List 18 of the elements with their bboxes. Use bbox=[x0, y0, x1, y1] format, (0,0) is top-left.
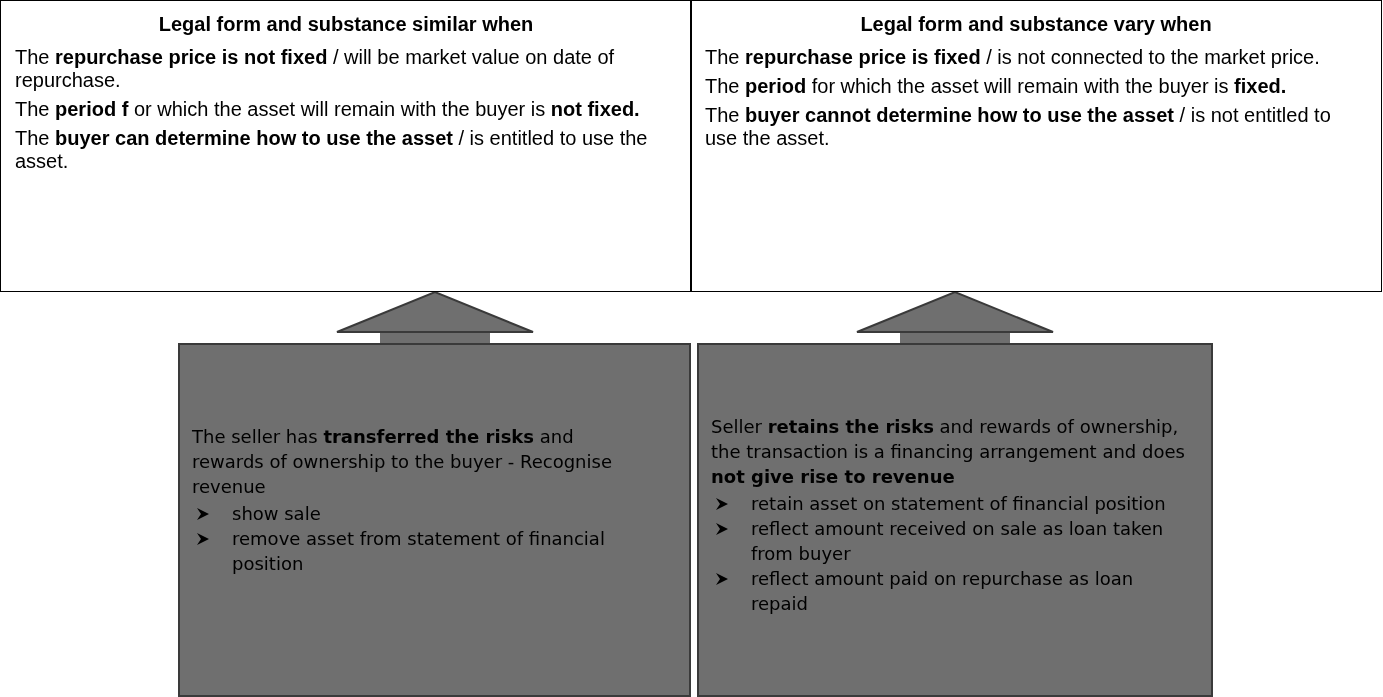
table-cell-panel bbox=[0, 0, 692, 292]
block-arrow bbox=[336, 291, 534, 343]
info-box bbox=[178, 343, 691, 697]
condition-text: The repurchase price is not fixed / will be market value on date of repurchase. bbox=[15, 46, 616, 92]
condition-text: The period for which the asset will remain with the buyer is fixed. bbox=[705, 75, 1288, 98]
column-heading: Legal form and substance vary when bbox=[859, 13, 1213, 36]
bullet-text: reflect amount paid on repurchase as loan repaid bbox=[751, 567, 1135, 616]
condition-text: The period f or which the asset will remain with the buyer is not fixed. bbox=[15, 98, 641, 121]
bullet-text: remove asset from statement of financial position bbox=[232, 527, 606, 576]
bullet-text: show sale bbox=[232, 502, 321, 526]
bullet-text: retain asset on statement of financial position bbox=[751, 492, 1166, 516]
table-cell-panel bbox=[690, 0, 1382, 292]
condition-text: The repurchase price is fixed / is not connected to the market price. bbox=[705, 46, 1321, 69]
condition-text: The buyer cannot determine how to use the asset / is not entitled to use the asset. bbox=[705, 104, 1332, 150]
column-heading: Legal form and substance similar when bbox=[157, 13, 535, 36]
condition-text: The buyer can determine how to use the asset / is entitled to use the asset. bbox=[15, 127, 649, 173]
info-box bbox=[697, 343, 1213, 697]
block-arrow bbox=[856, 291, 1054, 343]
